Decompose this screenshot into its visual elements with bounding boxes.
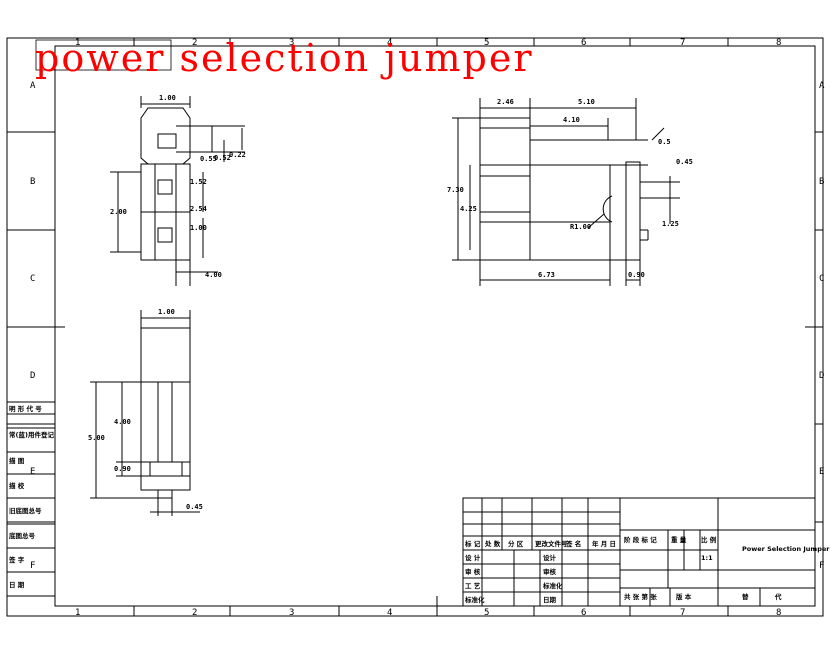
dim-label: 2.00: [110, 208, 127, 216]
dim-label: 0.22: [229, 151, 246, 159]
side-register-label: 常(蓝)用件登记: [9, 430, 54, 439]
grid-column-label: 6: [581, 608, 586, 618]
title-box: [35, 39, 172, 71]
dim-label: 1.00: [158, 308, 175, 316]
tb-label: 工 艺: [465, 581, 481, 590]
grid-row-label: E: [819, 467, 824, 477]
grid-row-label: A: [30, 81, 36, 91]
front-view: [452, 98, 680, 286]
tb-label: 分 区: [508, 539, 524, 548]
tb-label: 比 例: [701, 535, 717, 544]
side-register-label: 旧底图总号: [9, 506, 42, 515]
grid-row-label: B: [30, 177, 35, 187]
tb-label: 日期: [543, 595, 557, 604]
dim-label: 6.73: [538, 271, 555, 279]
tb-label: 共 张 第 张: [624, 592, 657, 601]
grid-row-label: F: [819, 561, 824, 571]
tb-label: 年 月 日: [592, 539, 616, 548]
tb-label: 版 本: [675, 592, 692, 601]
grid-column-label: 4: [387, 608, 392, 618]
dim-label: 4.10: [563, 116, 580, 124]
tb-label: 设计: [543, 553, 557, 562]
grid-column-label: 3: [289, 38, 294, 48]
dim-label: 1.52: [190, 178, 207, 186]
grid-column-label: 1: [75, 38, 80, 48]
tb-label: 替: [742, 592, 749, 601]
side-register-label: 描 图: [9, 456, 25, 465]
tb-label: 审 核: [465, 567, 481, 576]
dim-label: 0.52: [214, 154, 231, 162]
grid-row-label: D: [819, 371, 824, 381]
grid-column-label: 7: [680, 38, 685, 48]
tb-label: 重 量: [671, 535, 687, 544]
grid-column-label: 6: [581, 38, 586, 48]
grid-column-label: 2: [192, 38, 197, 48]
dim-label: 2.54: [190, 205, 207, 213]
dim-label: 2.46: [497, 98, 514, 106]
dim-label: 0.90: [114, 465, 131, 473]
dim-label: 0.45: [676, 158, 693, 166]
top-view: [110, 96, 245, 286]
drawing-title: power selection jumper: [35, 36, 534, 80]
outer-frame: [6, 37, 824, 617]
grid-column-label: 2: [192, 608, 197, 618]
dim-label: 7.30: [447, 186, 464, 194]
tb-label: 标准化: [542, 581, 563, 590]
side-register-label: 签 字: [8, 555, 25, 564]
grid-row-label: A: [819, 81, 825, 91]
tb-label: 审核: [543, 567, 557, 576]
side-register-label: 明 形 代 号: [9, 404, 42, 413]
dim-label: 4.25: [460, 205, 477, 213]
grid-column-label: 8: [776, 608, 781, 618]
grid-column-label: 7: [680, 608, 685, 618]
tb-label: 阶 段 标 记: [624, 535, 657, 544]
grid-column-label: 4: [387, 38, 392, 48]
grid-column-label: 8: [776, 38, 781, 48]
grid-column-label: 3: [289, 608, 294, 618]
grid-row-label: D: [30, 371, 35, 381]
dim-label: 4.00: [114, 418, 131, 426]
grid-column-label: 1: [75, 608, 80, 618]
grid-row-label: C: [30, 274, 35, 284]
tb-label: 标 记: [464, 539, 481, 548]
grid-column-label: 5: [484, 38, 489, 48]
dim-label: R1.00: [570, 223, 591, 231]
grid-column-label: 5: [484, 608, 489, 618]
tb-label: 设 计: [465, 553, 481, 562]
dim-label: 5.10: [578, 98, 595, 106]
grid-row-label: B: [819, 177, 824, 187]
tb-label: 签 名: [565, 539, 581, 548]
tb-label: 处 数: [484, 539, 501, 548]
dim-label: 0.55: [200, 155, 217, 163]
tb-label: 更改文件号: [535, 539, 568, 548]
grid-row-label: C: [819, 274, 824, 284]
side-register-label: 底图总号: [9, 531, 36, 540]
side-register-label: 描 校: [9, 481, 25, 490]
dim-label: 0.90: [628, 271, 645, 279]
inner-frame: [54, 45, 816, 607]
dim-label: 5.00: [88, 434, 105, 442]
grid-row-label: E: [30, 467, 35, 477]
tb-label: 标准化: [464, 595, 485, 604]
grid-row-label: F: [30, 561, 35, 571]
dim-label: 4.00: [205, 271, 222, 279]
side-register-label: 日 期: [9, 580, 25, 589]
tb-label: 1:1: [701, 554, 713, 562]
title-block-text: 标 记 处 数 分 区 更改文件号 签 名 年 月 日 设 计 审 核 工 艺 …: [464, 535, 830, 604]
title-block: [462, 497, 816, 607]
dim-label: 0.5: [658, 138, 671, 146]
dim-label: 0.45: [186, 503, 203, 511]
tb-label: 代: [774, 592, 782, 601]
side-view: [90, 310, 200, 516]
dim-label: 1.00: [190, 224, 207, 232]
dim-label: 1.25: [662, 220, 679, 228]
dimension-labels: 1.00 0.55 0.52 0.22 1.52 2.54 1.00 2.00 …: [88, 94, 693, 511]
part-name: Power Selection Jumper: [742, 545, 830, 553]
dim-label: 1.00: [159, 94, 176, 102]
